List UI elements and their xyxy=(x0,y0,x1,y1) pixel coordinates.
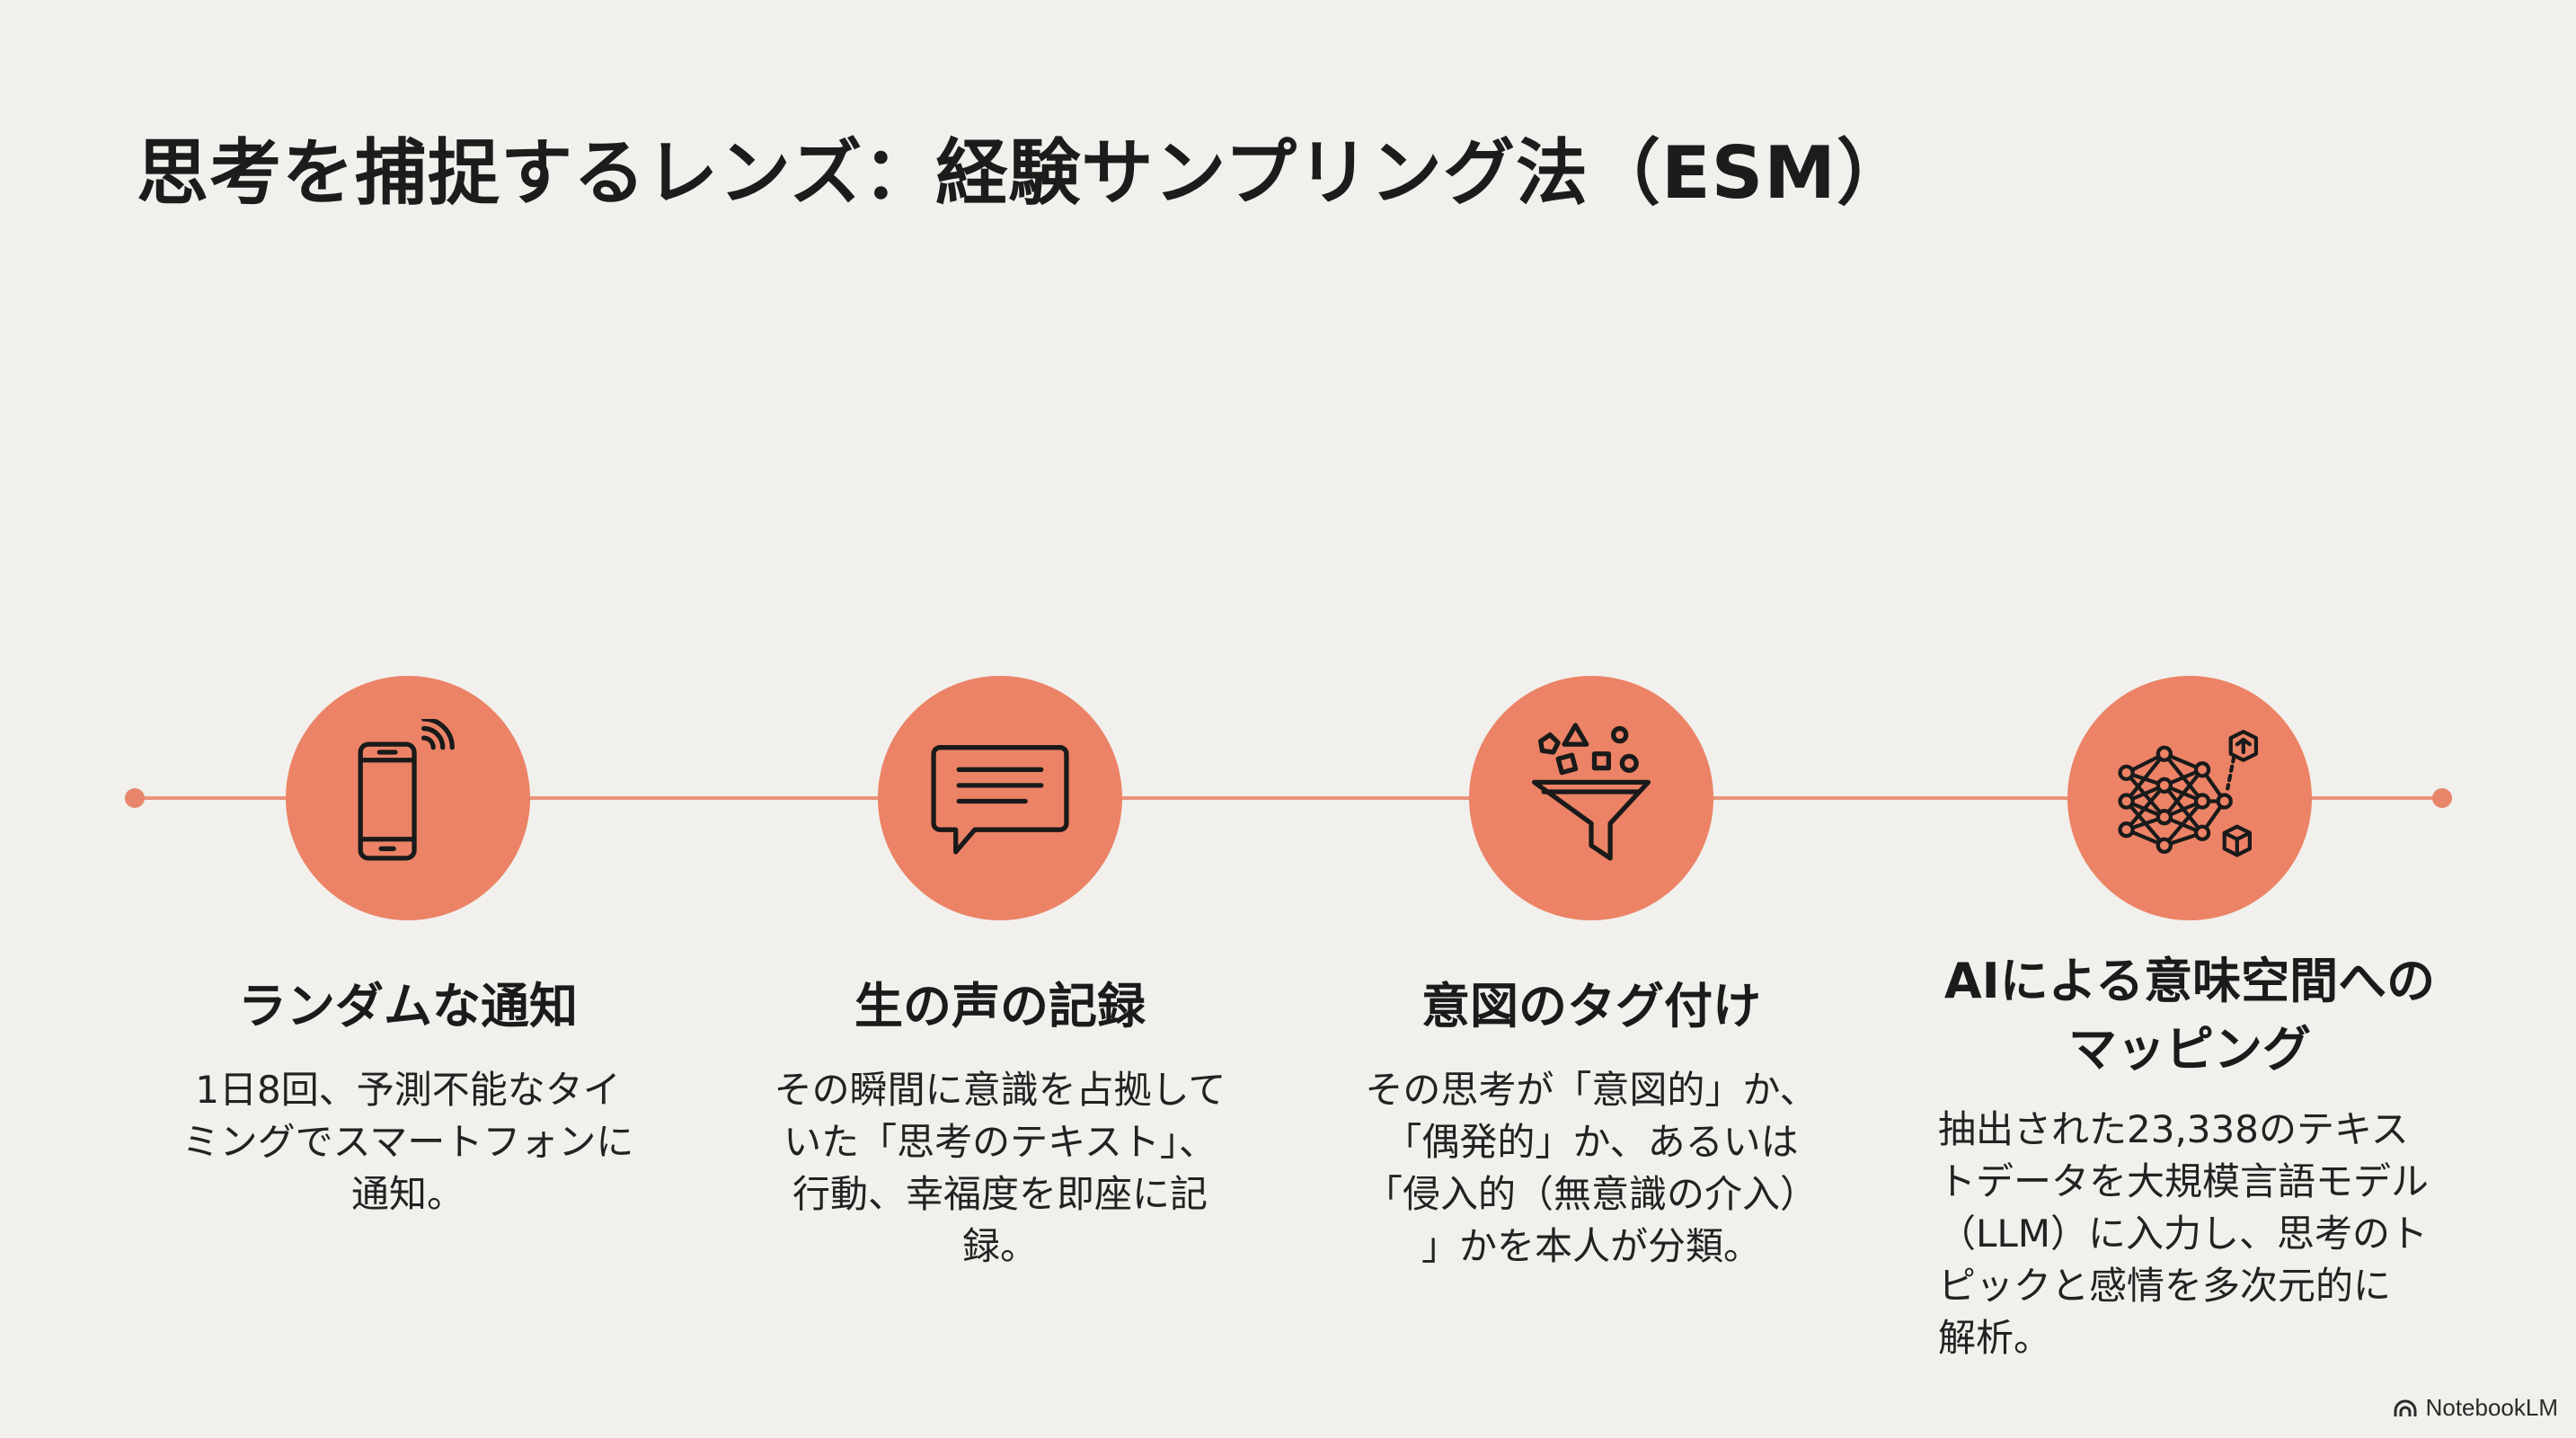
funnel-icon xyxy=(1532,723,1651,861)
step-random-notification: ランダムな通知 1日8回、予測不能なタイ ミングでスマートフォンに 通知。 xyxy=(111,676,704,1221)
step-3-title: 意図のタグ付け xyxy=(1421,978,1761,1034)
notebooklm-logo-icon xyxy=(2394,1399,2417,1416)
step-2-title: 生の声の記録 xyxy=(854,978,1146,1034)
step-4-title: AIによる意味空間への マッピング xyxy=(1943,953,2436,1078)
step-3-description: その思考が「意図的」か、 「偶発的」か、あるいは 「侵入的（無意識の介入） 」か… xyxy=(1364,1068,1818,1268)
step-3-circle xyxy=(1469,676,1713,920)
slide-title: 思考を捕捉するレンズ：経験サンプリング法（ESM） xyxy=(137,131,1909,215)
speech-bubble-icon xyxy=(931,745,1069,855)
step-intent-tagging: 意図のタグ付け その思考が「意図的」か、 「偶発的」か、あるいは 「侵入的（無意… xyxy=(1295,676,1888,1273)
timeline-line xyxy=(135,796,2442,800)
step-1-description: 1日8回、予測不能なタイ ミングでスマートフォンに 通知。 xyxy=(181,1068,634,1216)
brand-watermark: NotebookLM xyxy=(2392,1394,2558,1422)
step-4-description: 抽出された23,338のテキス トデータを大規模言語モデル （LLM）に入力し、… xyxy=(1938,1107,2430,1360)
step-raw-voice-recording: 生の声の記録 その瞬間に意識を占拠して いた「思考のテキスト」、 行動、幸福度を… xyxy=(704,676,1297,1273)
neural-network-icon xyxy=(2118,729,2259,857)
brand-label: NotebookLM xyxy=(2425,1394,2558,1421)
step-4-circle xyxy=(2067,676,2312,920)
timeline-start-dot xyxy=(125,788,145,808)
step-1-title: ランダムな通知 xyxy=(238,978,578,1034)
step-2-circle xyxy=(878,676,1122,920)
smartphone-icon xyxy=(358,719,455,861)
step-1-circle xyxy=(286,676,530,920)
step-2-description: その瞬間に意識を占拠して いた「思考のテキスト」、 行動、幸福度を即座に記 録。 xyxy=(774,1068,1226,1268)
timeline-end-dot xyxy=(2432,788,2452,808)
step-ai-semantic-mapping: AIによる意味空間への マッピング 抽出された23,338のテキス トデータを大… xyxy=(1893,676,2486,1364)
